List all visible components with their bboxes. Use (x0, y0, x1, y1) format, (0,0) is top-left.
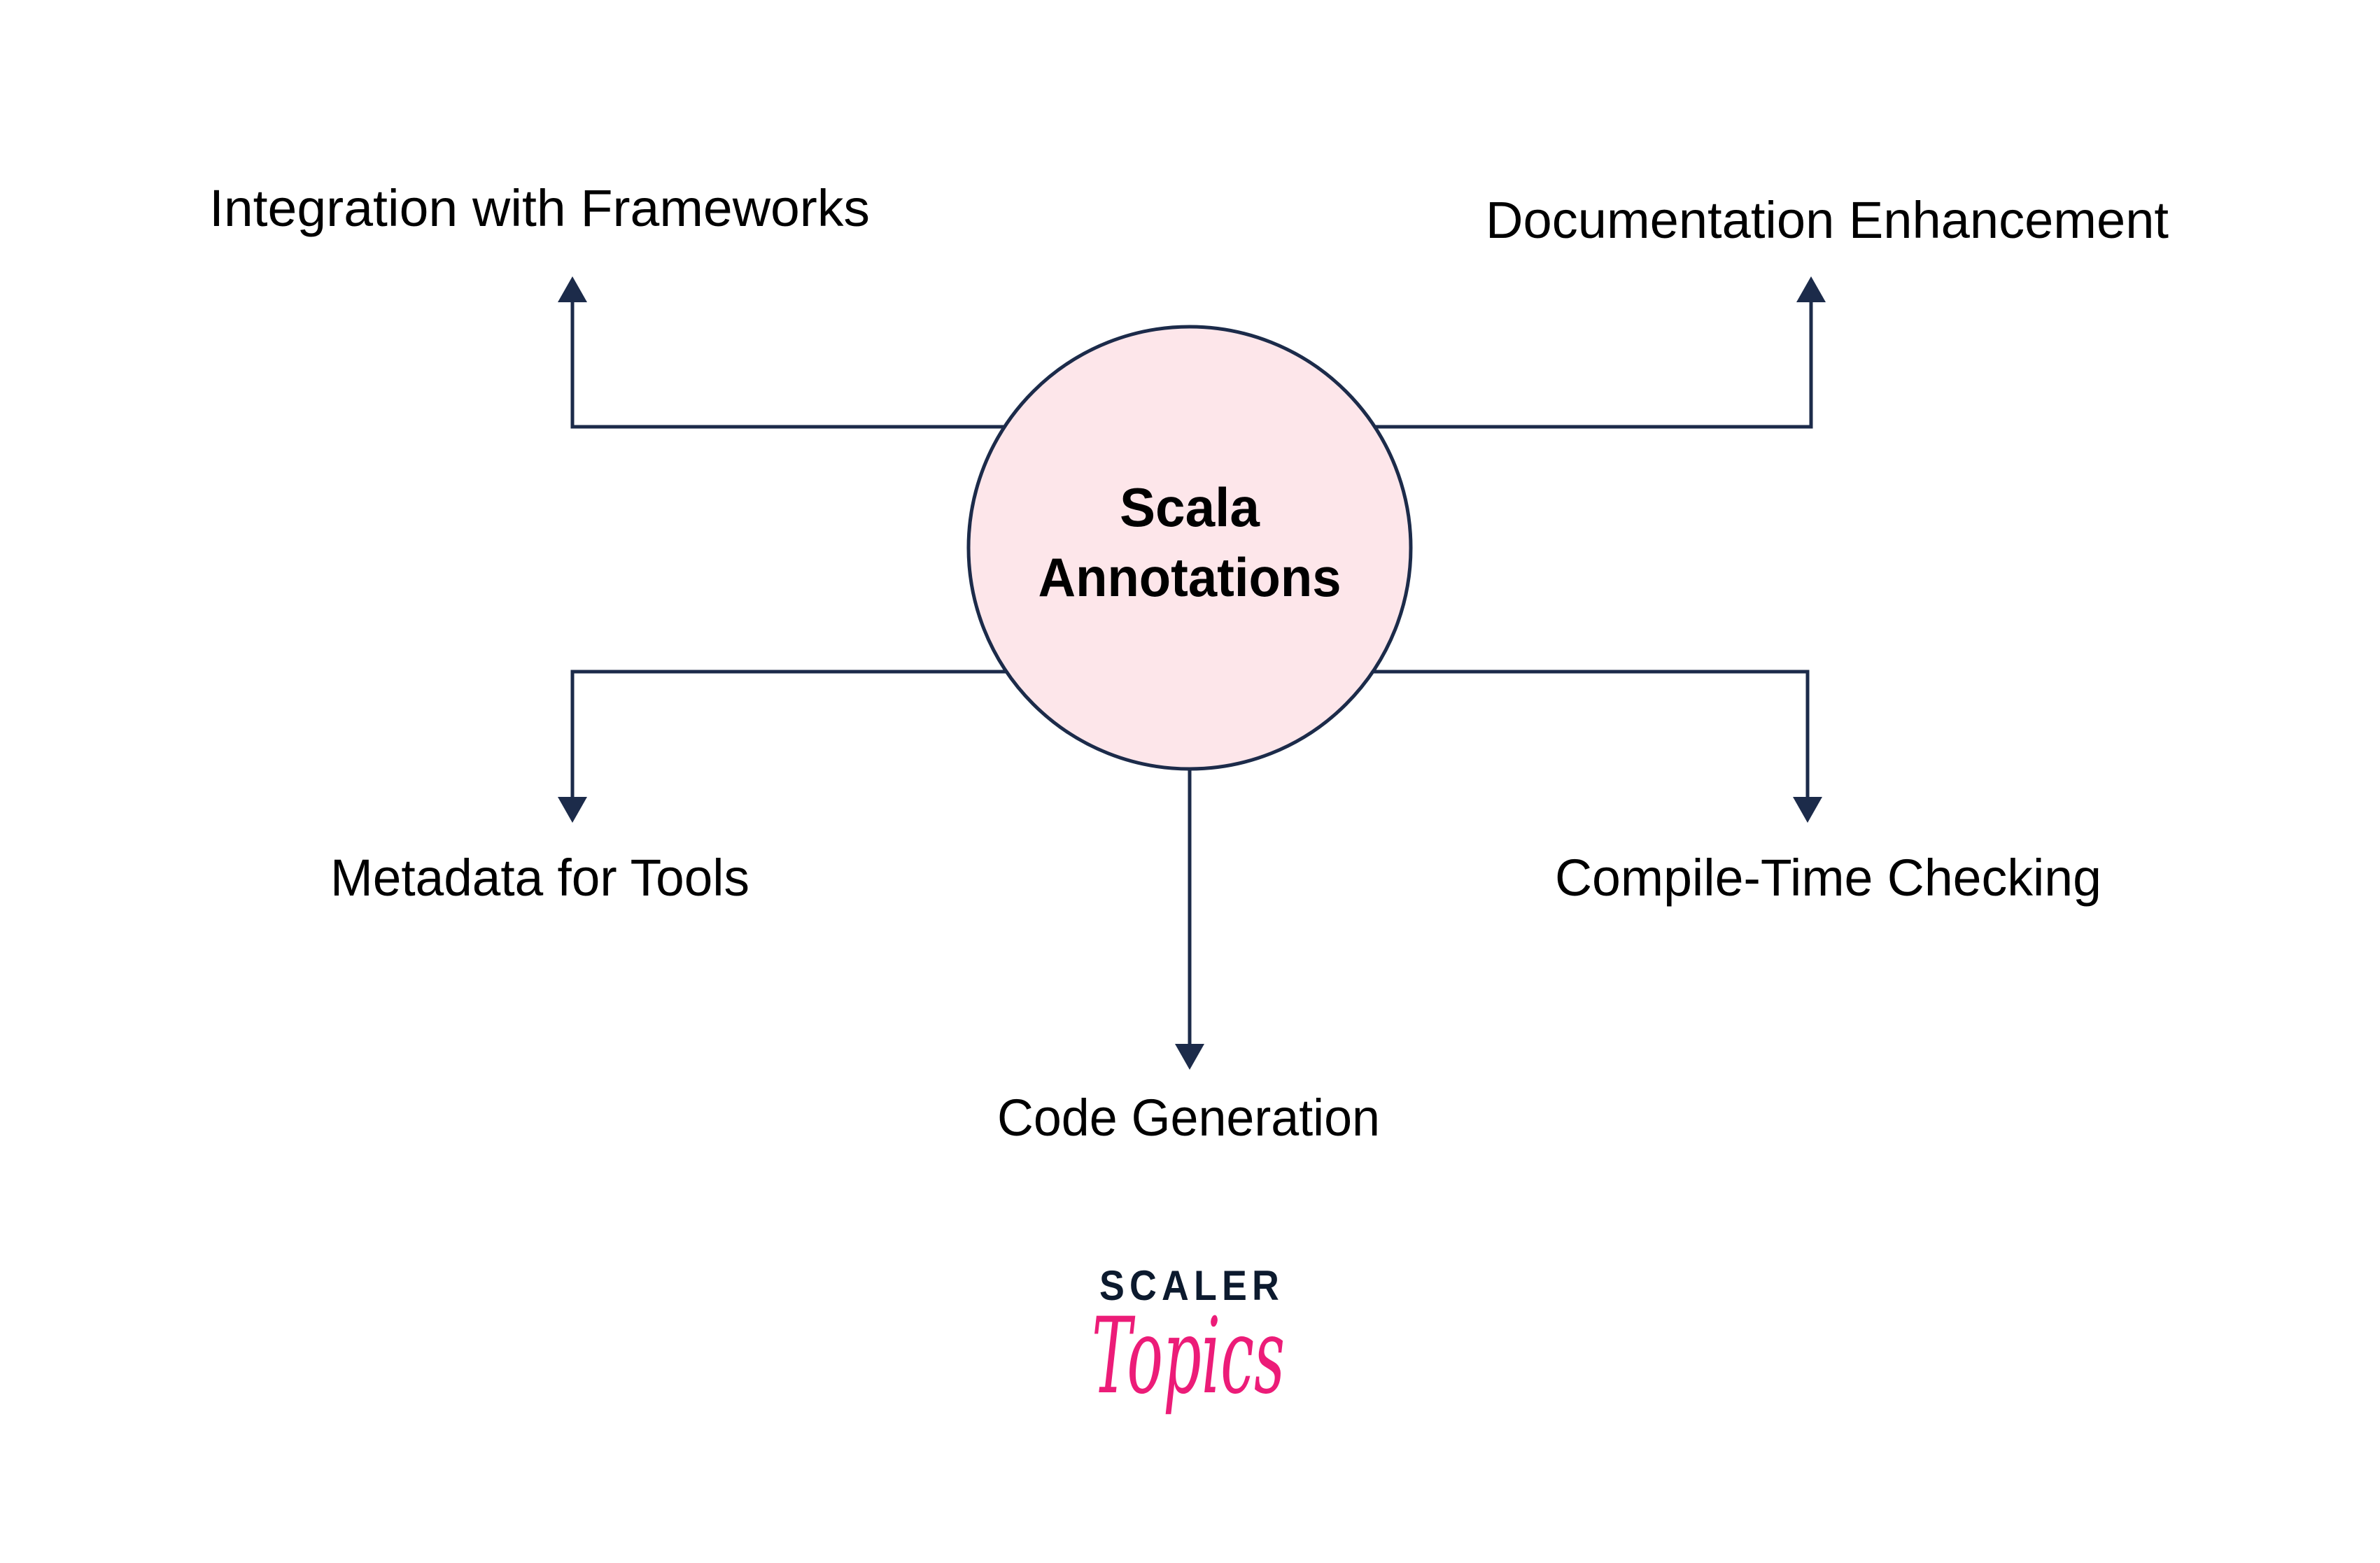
hub-title-line1: Scala (1120, 476, 1260, 538)
branch-label-metadata: Metadata for Tools (330, 849, 749, 907)
branch-label-codegen: Code Generation (997, 1089, 1380, 1147)
branch-label-documentation: Documentation Enhancement (1486, 191, 2169, 249)
branch-label-integration: Integration with Frameworks (209, 179, 870, 237)
logo-wordmark-topics: Topics (1092, 1296, 1285, 1417)
logo-wordmark-scaler: SCALER (1099, 1262, 1284, 1309)
connector-integration (570, 301, 1012, 429)
arrowhead-down-icon (1793, 797, 1822, 823)
connector-metadata (570, 670, 1012, 799)
arrowhead-up-icon (558, 276, 587, 302)
scaler-topics-logo: SCALER Topics (1092, 1262, 1285, 1417)
branch-label-compile-time: Compile-Time Checking (1555, 849, 2101, 907)
arrowhead-up-icon (1796, 276, 1826, 302)
hub-circle (966, 325, 1413, 771)
arrowhead-down-icon (558, 797, 587, 823)
connector-documentation (1367, 301, 1813, 429)
hub-title-line2: Annotations (1038, 546, 1342, 608)
arrowhead-down-icon (1175, 1044, 1204, 1070)
connector-compile-time (1367, 670, 1810, 799)
